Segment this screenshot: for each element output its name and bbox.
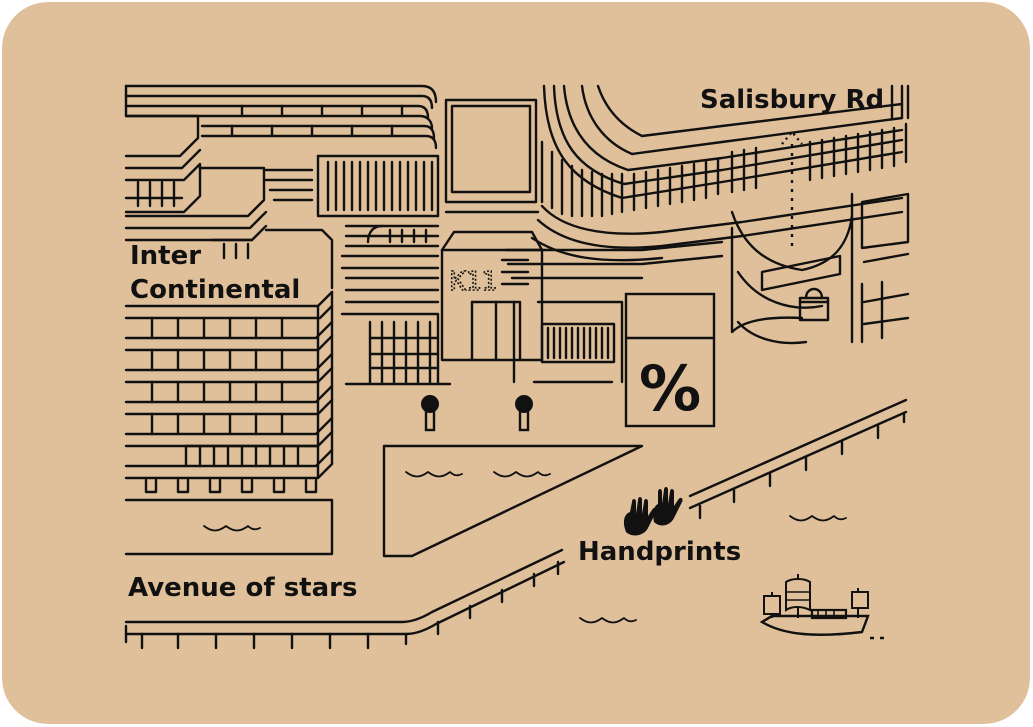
hands-icon [623, 487, 683, 536]
pool-rectangle [124, 498, 334, 556]
wave-icon [203, 471, 847, 624]
svg-text:%: % [639, 352, 701, 425]
intercontinental-building [124, 228, 334, 494]
pool-triangle [382, 444, 644, 558]
k11-label: K11 [450, 267, 497, 297]
tree-icon [515, 395, 533, 432]
promenade-walkway [124, 398, 908, 650]
centre-podium [264, 154, 452, 386]
junk-boat-icon [759, 574, 884, 640]
intercontinental-label-line2: Continental [130, 275, 300, 305]
avenue-of-stars-label: Avenue of stars [128, 573, 357, 603]
tree-icon [421, 395, 439, 432]
bag-icon [798, 287, 830, 322]
building-top-left [124, 84, 438, 260]
intercontinental-label-line1: Inter [130, 241, 201, 271]
right-curved-building [504, 84, 910, 384]
handprints-label: Handprints [578, 537, 741, 567]
percent-sign-icon: % [624, 292, 716, 428]
salisbury-rd-label: Salisbury Rd [700, 85, 884, 115]
